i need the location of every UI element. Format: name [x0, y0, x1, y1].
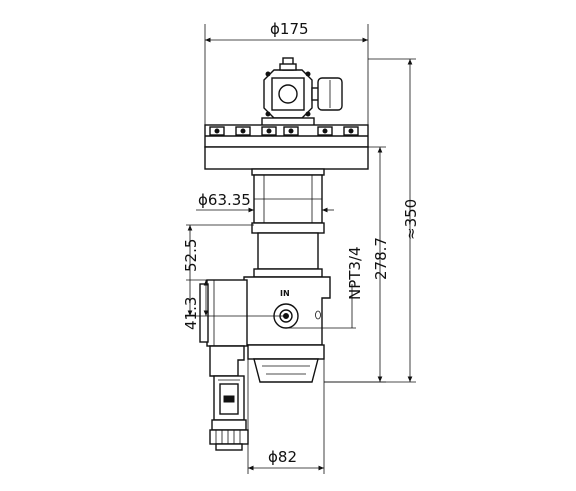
flange-diameter-label: ϕ175 — [270, 20, 309, 38]
flange-bolts — [209, 126, 359, 136]
offset-dimensions: 52.5 41.3 — [182, 224, 286, 330]
flange-diameter-dimension: ϕ175 — [204, 20, 369, 125]
bottom-diameter-label: ϕ82 — [268, 448, 297, 466]
body-diameter-label: ϕ63.35 — [198, 191, 251, 209]
thread-dimension: NPT3/4 — [286, 246, 364, 329]
body-diameter-dimension: ϕ63.35 — [196, 191, 334, 213]
offset-lower-label: 41.3 — [182, 297, 200, 330]
top-flange — [204, 124, 369, 170]
thread-label: NPT3/4 — [346, 246, 364, 300]
junction-box — [261, 57, 343, 127]
height-dimensions: 278.7 ≈350 — [324, 58, 420, 383]
lower-body: IN — [199, 276, 331, 383]
offset-upper-label: 52.5 — [182, 239, 200, 272]
inlet-label: IN — [280, 289, 290, 298]
sensor-body — [251, 168, 325, 278]
cable-gland — [209, 345, 249, 451]
height-overall-label: ≈350 — [402, 199, 420, 240]
bottom-diameter-dimension: ϕ82 — [247, 359, 325, 474]
height-upper-label: 278.7 — [372, 237, 390, 280]
